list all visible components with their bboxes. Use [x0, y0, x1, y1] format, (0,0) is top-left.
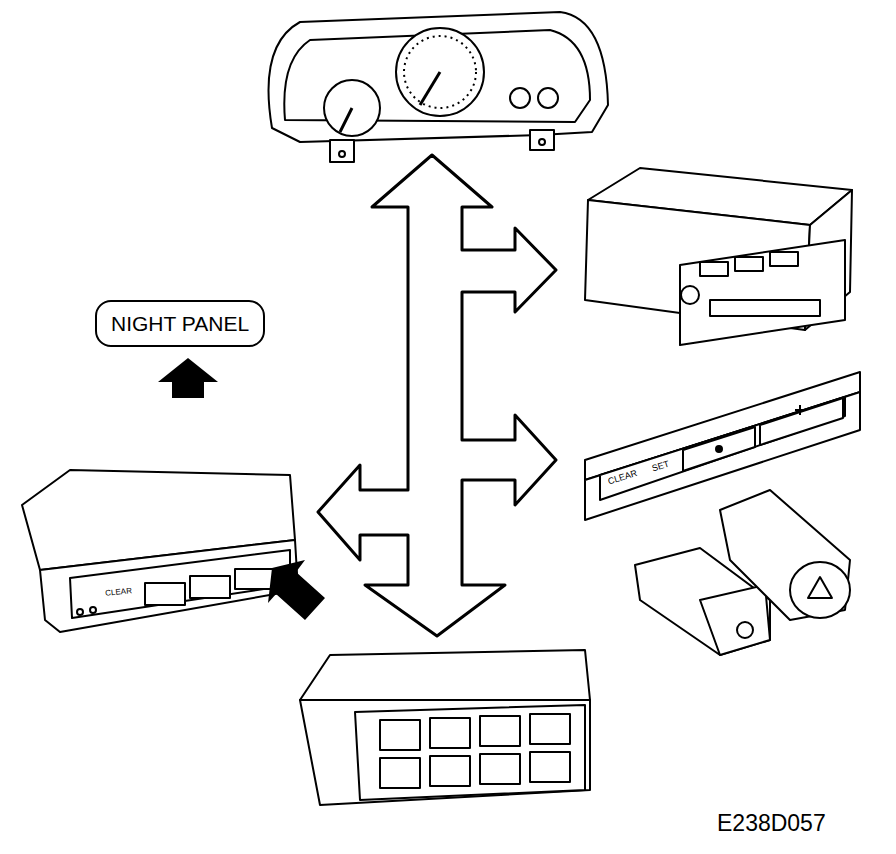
data-bus-arrows — [318, 155, 556, 636]
radio-unit — [585, 168, 852, 345]
figure-code: E238D057 — [716, 812, 827, 835]
pointer-arrow — [268, 560, 325, 620]
box-text: NIGHT PANEL — [111, 312, 249, 335]
pointer-arrow — [158, 358, 218, 398]
climate-control-unit — [300, 650, 590, 805]
instrument-cluster — [269, 12, 609, 162]
information-display — [22, 470, 298, 632]
cruise-control-panel — [585, 372, 860, 520]
switch-units — [635, 490, 850, 655]
label-box: NIGHT PANEL — [95, 300, 265, 347]
